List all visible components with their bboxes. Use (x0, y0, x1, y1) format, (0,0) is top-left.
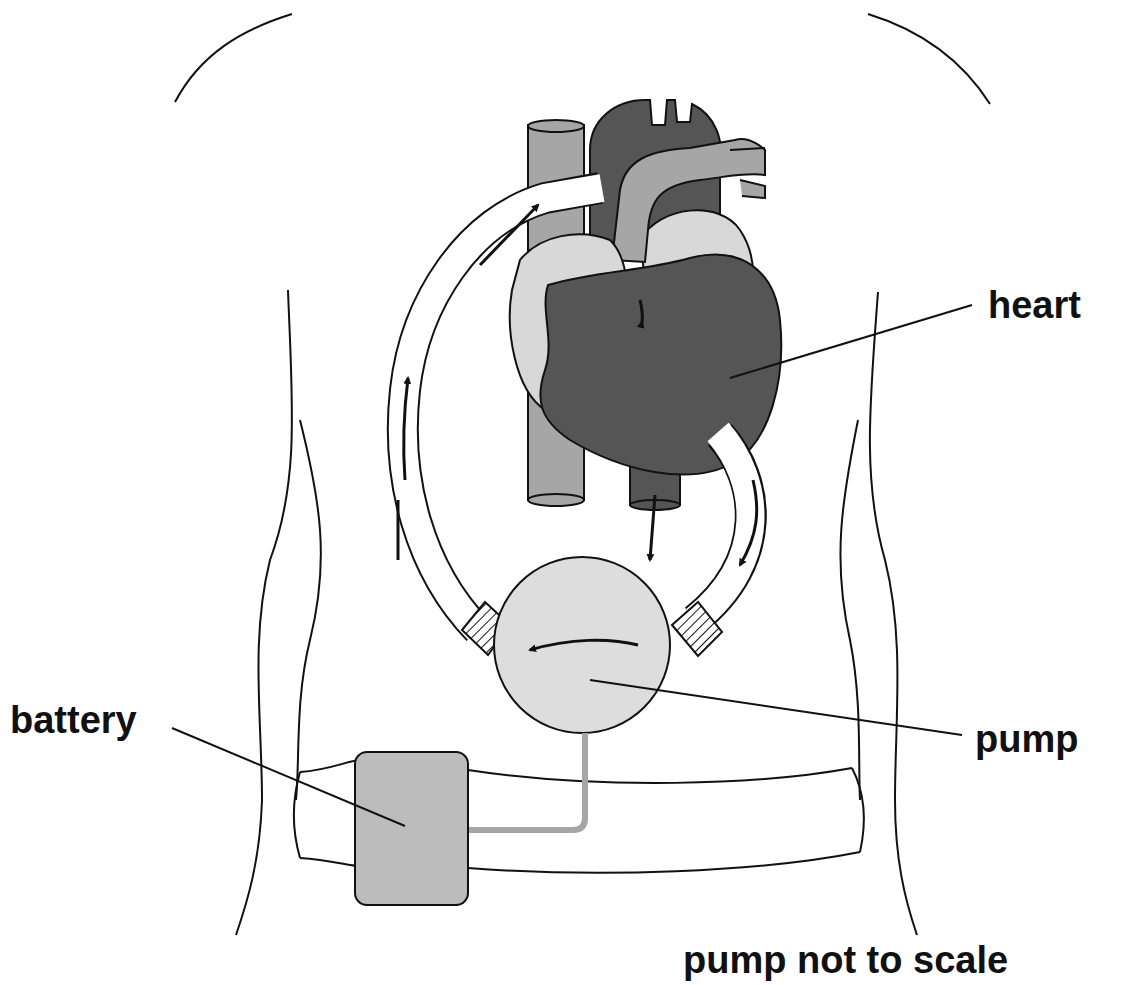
pulmonary-artery (612, 139, 765, 262)
part-label: battery (10, 698, 137, 742)
flow-arrows (398, 205, 757, 565)
body-outline (175, 14, 990, 935)
leader-lines (172, 305, 972, 826)
part-label: heart (988, 283, 1081, 327)
tube-connector (672, 602, 722, 656)
note-label: pump not to scale (683, 938, 1008, 982)
part-label: pump (975, 717, 1078, 761)
power-wire (468, 733, 585, 830)
pump-circle (494, 557, 670, 733)
ventricle (540, 255, 781, 475)
battery-pack (355, 752, 468, 905)
